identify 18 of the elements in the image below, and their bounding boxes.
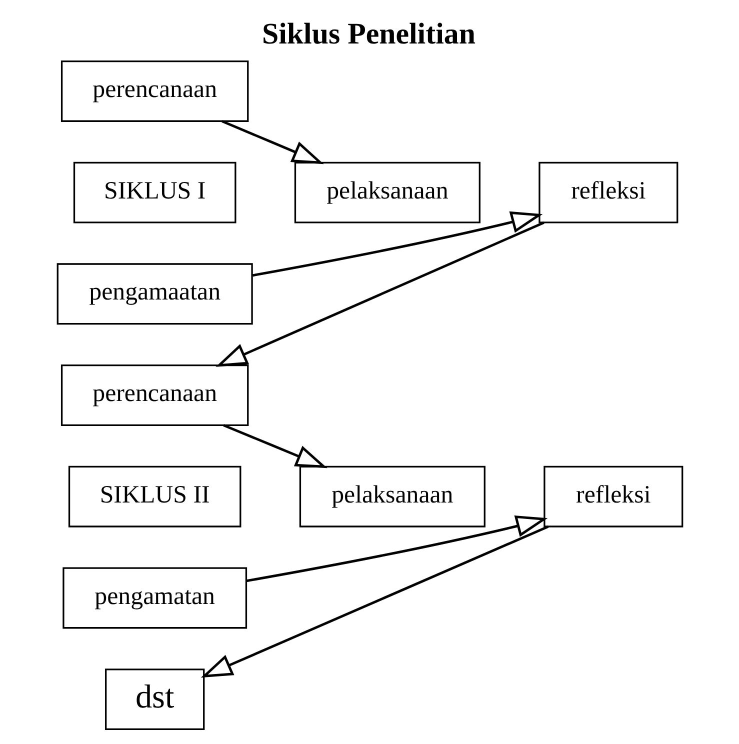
node-box: perencanaan: [60, 60, 248, 122]
node-box: pelaksanaan: [294, 162, 480, 224]
arrow: [246, 515, 548, 582]
arrow: [200, 525, 548, 678]
node-box: refleksi: [543, 466, 683, 528]
arrow: [215, 221, 544, 367]
node-box: perencanaan: [60, 364, 248, 426]
node-box: pengamaatan: [56, 263, 252, 325]
arrow: [221, 120, 324, 164]
node-box: pengamatan: [62, 567, 247, 629]
arrow: [222, 424, 327, 468]
node-box: SIKLUS II: [68, 466, 241, 528]
node-box: pelaksanaan: [298, 466, 485, 528]
diagram-title: Siklus Penelitian: [262, 18, 475, 51]
node-box: refleksi: [538, 162, 678, 224]
arrow: [252, 211, 542, 277]
node-box: dst: [104, 668, 204, 730]
node-box: SIKLUS I: [72, 162, 236, 224]
